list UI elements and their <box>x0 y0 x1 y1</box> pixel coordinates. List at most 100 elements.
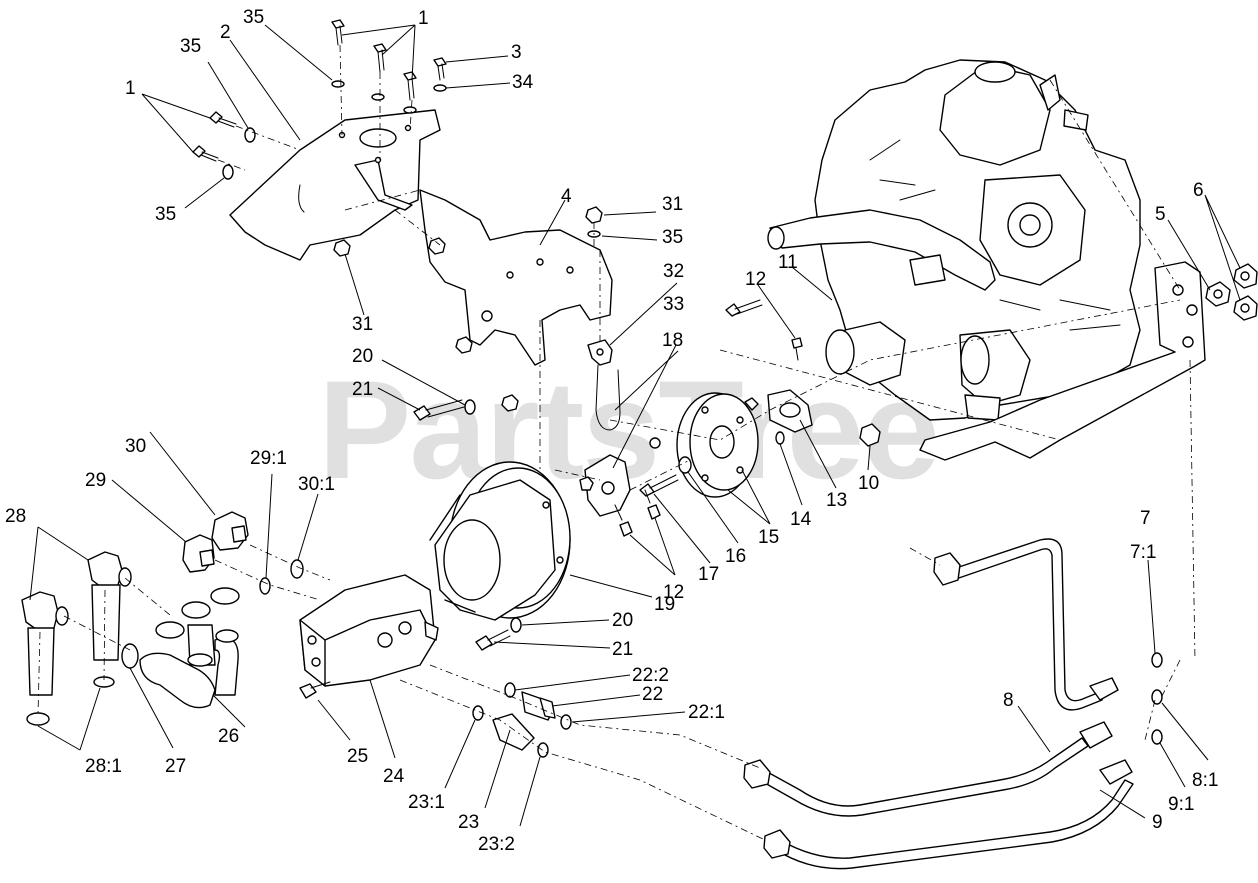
callout-34: 34 <box>512 72 534 93</box>
callout-33: 33 <box>663 294 684 315</box>
o-ring-8-1 <box>1151 689 1163 705</box>
washer-35-d <box>244 127 256 143</box>
callout-23: 23 <box>458 812 479 833</box>
nut-12-e <box>579 476 594 491</box>
callout-25: 25 <box>347 746 368 767</box>
callout-35-a: 35 <box>243 7 264 28</box>
callout-35-c: 35 <box>155 204 176 225</box>
hose-clamp-b <box>181 601 211 619</box>
callout-35-b: 35 <box>180 36 201 57</box>
callout-9-1: 9:1 <box>1168 794 1194 815</box>
bolt-1-c <box>403 71 417 101</box>
callout-2: 2 <box>220 22 231 43</box>
nut-31-d <box>501 394 519 412</box>
callout-6: 6 <box>1193 180 1204 201</box>
callout-1-b: 1 <box>125 78 136 99</box>
bolt-12-c <box>644 489 661 520</box>
nut-12-d <box>649 437 661 449</box>
o-ring-23-2 <box>537 742 549 758</box>
nut-10 <box>859 423 881 447</box>
callout-31-a: 31 <box>352 314 373 335</box>
washer-35-a <box>331 80 345 88</box>
callout-22-2: 22:2 <box>632 665 669 686</box>
assembly-centerlines <box>37 44 1196 841</box>
callout-27: 27 <box>165 756 186 777</box>
callout-26: 26 <box>218 726 239 747</box>
hex-nut-6a <box>1233 263 1258 289</box>
washer-14 <box>775 431 785 445</box>
washer-16 <box>678 456 692 474</box>
bolt-1-a <box>331 19 345 46</box>
hydraulic-line-8 <box>743 721 1113 817</box>
callout-9: 9 <box>1152 812 1163 833</box>
washer-35-b <box>371 93 385 101</box>
nut-31-c <box>455 336 473 354</box>
clamp-32 <box>587 339 613 366</box>
o-ring-7-1 <box>1151 652 1163 668</box>
callout-21-b: 21 <box>612 639 633 660</box>
bolt-17 <box>639 474 679 497</box>
o-ring-9-1 <box>1151 729 1163 745</box>
hydraulic-pump-24 <box>299 574 439 687</box>
callout-7: 7 <box>1140 508 1151 529</box>
callout-15: 15 <box>758 527 779 548</box>
callout-24: 24 <box>383 766 405 787</box>
leader-lines <box>29 24 1241 827</box>
hex-nut-5 <box>1205 281 1231 307</box>
callout-18: 18 <box>662 330 683 351</box>
bolt-1-b <box>373 43 387 73</box>
hose-clamp-27 <box>121 643 139 669</box>
callout-19: 19 <box>654 594 675 615</box>
fitting-23 <box>492 713 535 751</box>
callout-20-b: 20 <box>612 610 633 631</box>
callout-8-1: 8:1 <box>1192 770 1218 791</box>
callout-1-a: 1 <box>418 8 429 29</box>
o-ring-28-1-b <box>26 712 50 726</box>
callout-29: 29 <box>85 470 106 491</box>
bolt-12-a <box>791 337 803 361</box>
callout-12-a: 12 <box>745 269 766 290</box>
callout-7-1: 7:1 <box>1130 542 1156 563</box>
pin-13-a <box>744 397 759 411</box>
pump-mount-bell-19 <box>429 461 571 621</box>
callout-23-2: 23:2 <box>478 834 515 855</box>
washer-35-e <box>222 164 234 180</box>
bolt-25 <box>299 681 331 699</box>
engine-assembly <box>767 59 1141 421</box>
coupling-plate-18 <box>584 454 631 517</box>
callout-30-1: 30:1 <box>298 474 335 495</box>
callout-30: 30 <box>125 436 146 457</box>
hose-clamp-c <box>210 587 240 605</box>
callout-labels: 35 1 35 2 3 34 1 35 31 4 31 35 32 33 20 … <box>5 7 1218 855</box>
u-bolt-33 <box>595 364 621 431</box>
hydraulic-line-7 <box>933 538 1119 711</box>
o-ring-22-2 <box>504 682 516 698</box>
nut-31-a <box>333 239 351 257</box>
bolt-12-b <box>614 504 633 537</box>
callout-28: 28 <box>5 506 26 527</box>
callout-16: 16 <box>725 546 746 567</box>
bolt-3 <box>433 57 447 81</box>
callout-35-d: 35 <box>662 227 683 248</box>
callout-11: 11 <box>778 252 798 273</box>
bolt-21-b <box>475 629 511 651</box>
nut-31-b <box>585 206 603 224</box>
bolt-21-a <box>413 399 465 421</box>
callout-3: 3 <box>511 42 522 63</box>
bolt-1-e <box>192 145 219 162</box>
callout-8: 8 <box>1003 690 1014 711</box>
callout-23-1: 23:1 <box>408 792 445 813</box>
mounting-plate-2 <box>229 109 441 261</box>
callout-31-b: 31 <box>662 194 683 215</box>
bolt-1-d <box>209 111 237 128</box>
nut-31-e <box>428 237 446 255</box>
callout-17: 17 <box>698 564 719 585</box>
callout-20-a: 20 <box>352 346 373 367</box>
hose-clamp-a <box>155 621 185 639</box>
o-ring-22-1 <box>560 714 572 730</box>
elbow-fitting-30 <box>211 511 249 551</box>
elbow-fitting-29 <box>182 534 215 573</box>
o-ring-30-1 <box>290 559 304 579</box>
fitting-22 <box>521 691 556 721</box>
engine-mount-frame <box>919 261 1206 461</box>
